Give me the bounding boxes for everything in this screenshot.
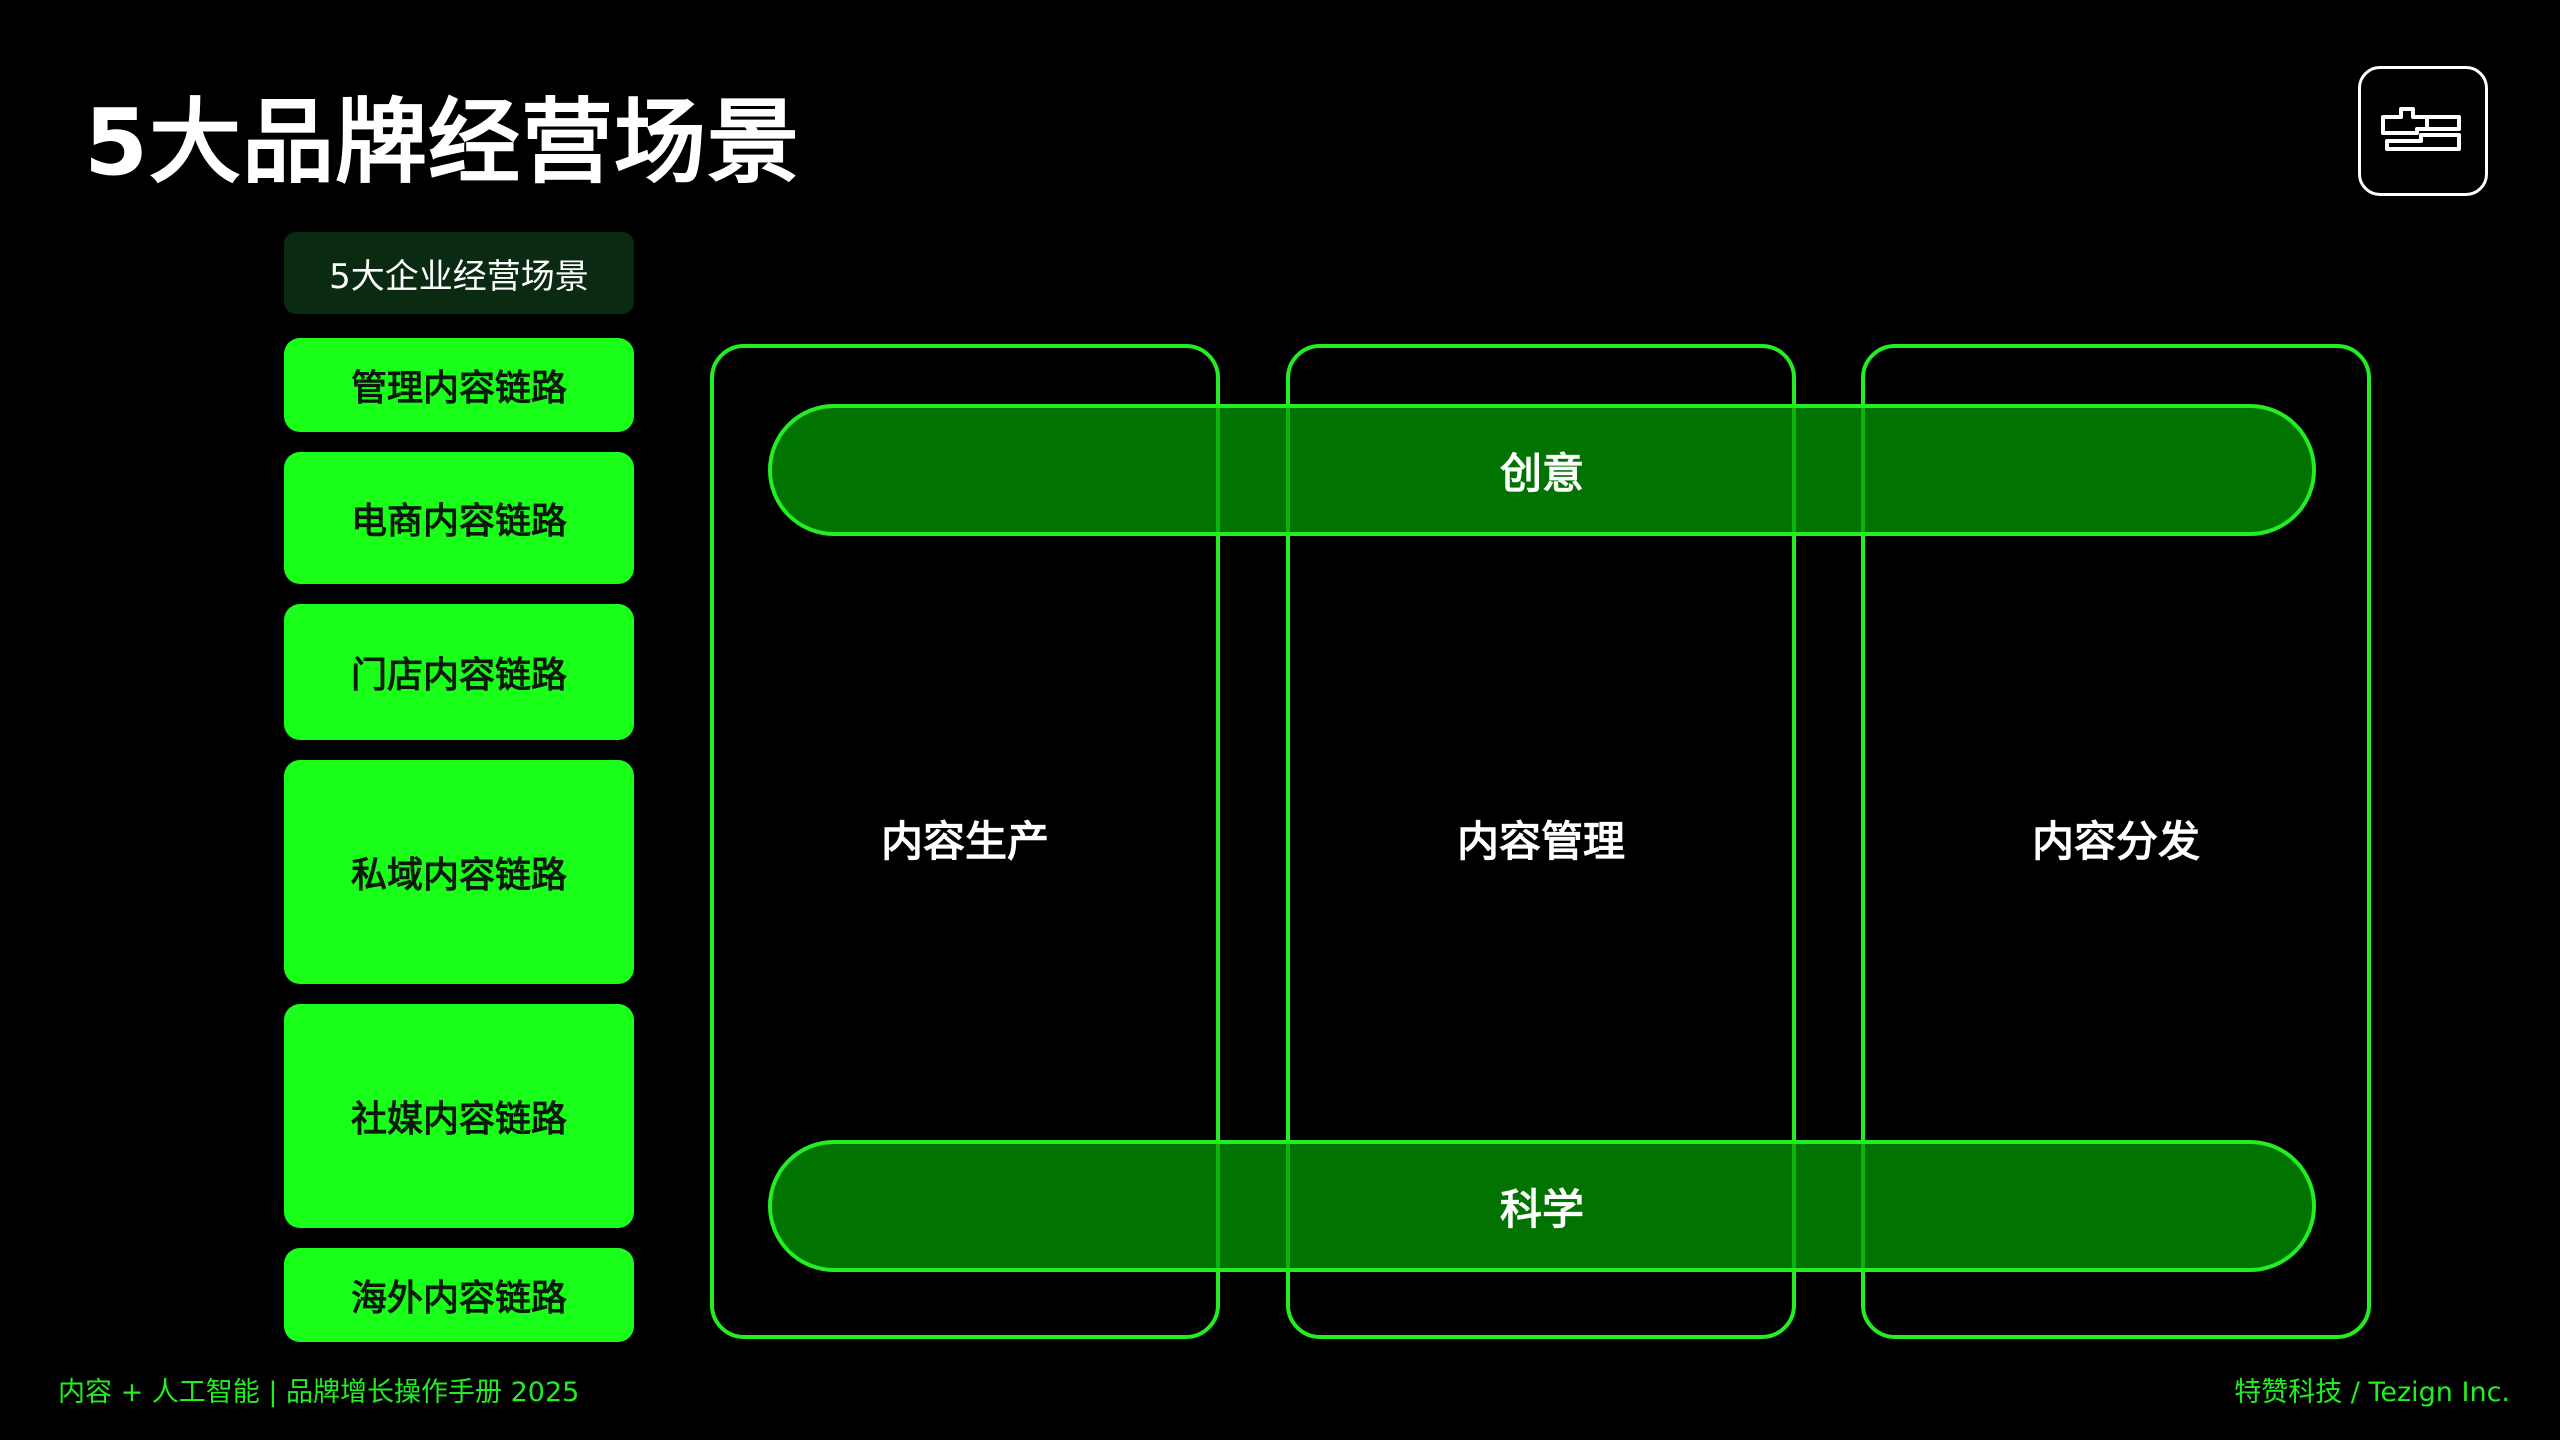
column-label-management: 内容管理 bbox=[1456, 817, 1625, 866]
column-label-production: 内容生产 bbox=[880, 817, 1049, 866]
column-content-production bbox=[710, 344, 1220, 1339]
band-science: 科学 bbox=[768, 1140, 2316, 1272]
sidebar-item-management[interactable]: 管理内容链路 bbox=[284, 338, 634, 432]
column-content-distribution bbox=[1861, 344, 2371, 1339]
footer-right: 特赞科技 / Tezign Inc. bbox=[2234, 1377, 2510, 1408]
band-creativity: 创意 bbox=[768, 404, 2316, 536]
sidebar-header: 5大企业经营场景 bbox=[284, 232, 634, 314]
page-title: 5大品牌经营场景 bbox=[84, 89, 801, 196]
sidebar-item-social-media[interactable]: 社媒内容链路 bbox=[284, 1004, 634, 1228]
sidebar-item-ecommerce[interactable]: 电商内容链路 bbox=[284, 452, 634, 584]
sidebar-item-private-domain[interactable]: 私域内容链路 bbox=[284, 760, 634, 984]
footer-left: 内容 + 人工智能 | 品牌增长操作手册 2025 bbox=[58, 1377, 580, 1408]
column-label-distribution: 内容分发 bbox=[2031, 817, 2200, 866]
tezign-logo-icon bbox=[2358, 66, 2488, 196]
column-content-management bbox=[1286, 344, 1796, 1339]
sidebar-item-overseas[interactable]: 海外内容链路 bbox=[284, 1248, 634, 1342]
sidebar-item-store[interactable]: 门店内容链路 bbox=[284, 604, 634, 740]
